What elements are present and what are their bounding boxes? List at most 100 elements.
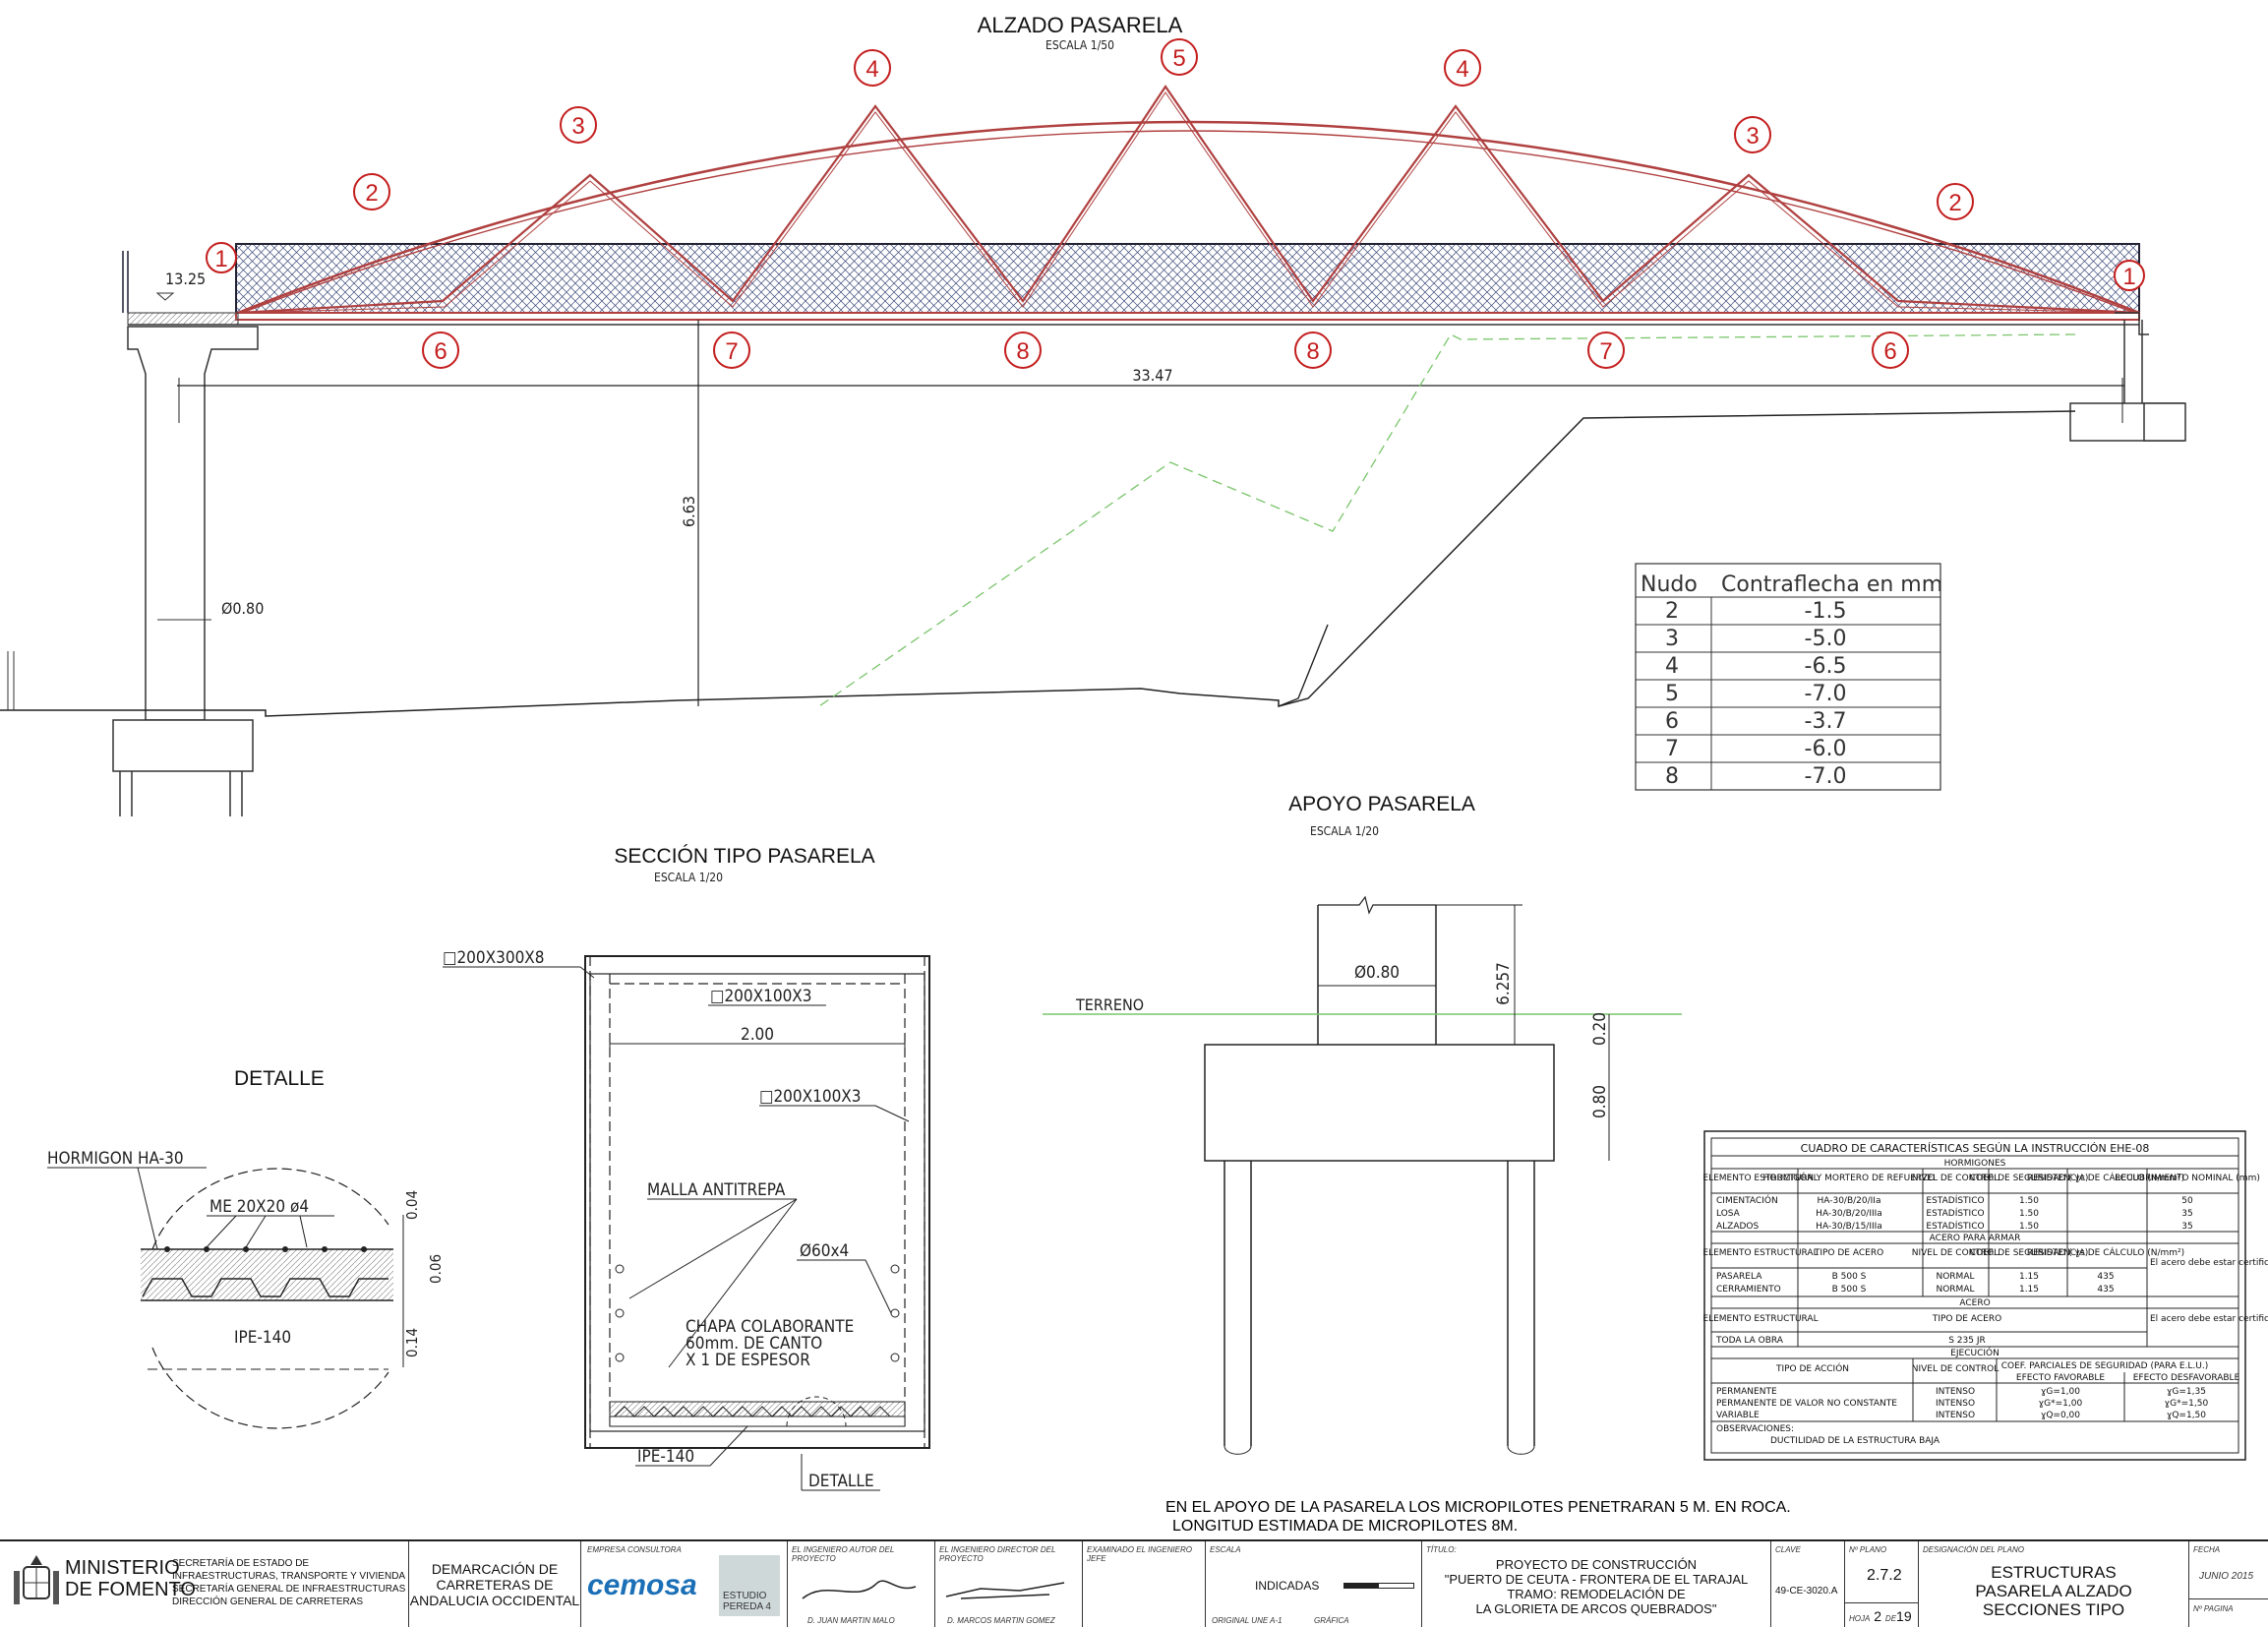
svg-text:COEF. DE SEGURIDAD ( ɣs): COEF. DE SEGURIDAD ( ɣs) (1970, 1248, 2089, 1258)
elevation-scale: ESCALA 1/50 (1045, 38, 1114, 52)
support-scale: ESCALA 1/20 (1310, 824, 1379, 838)
elevation-title: ALZADO PASARELA (978, 13, 1183, 37)
ehe-observations-label: OBSERVACIONES: (1716, 1424, 1794, 1434)
svg-text:NIVEL DE CONTROL: NIVEL DE CONTROL (1912, 1174, 1999, 1183)
svg-text:ɣG=1,35: ɣG=1,35 (2167, 1387, 2206, 1397)
svg-text:35: 35 (2181, 1222, 2192, 1232)
svg-text:ESTADÍSTICO: ESTADÍSTICO (1926, 1207, 1984, 1219)
node-label: 1 (2122, 264, 2135, 290)
post-label: Ø60x4 (800, 1241, 849, 1261)
svg-text:RESISTENCIA DE CÁLCULO (N/mm²): RESISTENCIA DE CÁLCULO (N/mm²) (2027, 1172, 2184, 1183)
ehe-section-execution: EJECUCIÓN (1950, 1347, 1999, 1358)
detail-drawing (141, 1168, 404, 1429)
coat-of-arms-icon (14, 1555, 59, 1604)
svg-text:COEF. DE SEGURIDAD ( ɣc): COEF. DE SEGURIDAD ( ɣc) (1970, 1174, 2089, 1183)
camber-header-node: Nudo (1641, 572, 1698, 597)
section-scale: ESCALA 1/20 (654, 871, 723, 884)
node-marker (353, 173, 390, 211)
node-label: 6 (1883, 338, 1896, 365)
truss-diagonals-inner (243, 91, 2135, 314)
top-node-markers: 1 2 3 4 5 4 3 2 1 (206, 38, 2145, 291)
support-drawing (1043, 895, 1682, 1455)
node-label: 1 (214, 246, 227, 272)
node-marker (854, 49, 891, 87)
cap-top-label: 0.20 (1590, 1012, 1610, 1046)
detail-dim-1: 0.04 (403, 1190, 421, 1220)
ehe-concrete-header: ELEMENTO ESTRUCTURAL HORMIGÓN Y MORTERO … (1702, 1172, 2259, 1183)
node-marker (713, 331, 750, 369)
drawing-sheet: ALZADO PASARELA ESCALA 1/50 Ø0.80 13.25 … (0, 13, 2268, 1535)
deck-beam (235, 312, 2140, 321)
left-ground-post (7, 651, 15, 710)
concrete-label: HORMIGON HA-30 (47, 1149, 184, 1169)
svg-text:HORMIGÓN Y MORTERO DE REFUERZO: HORMIGÓN Y MORTERO DE REFUERZO (1763, 1172, 1936, 1183)
node-marker (1872, 331, 1909, 369)
camber-value: -7.0 (1805, 764, 1847, 789)
span-label: 33.47 (1132, 366, 1172, 385)
section-ipe-label: IPE-140 (637, 1447, 694, 1467)
ehe-exec-head-1: TIPO DE ACCIÓN (1775, 1362, 1849, 1374)
ehe-steel-head-1: ELEMENTO ESTRUCTURAL (1702, 1314, 1818, 1324)
key-cell: CLAVE 49-CE-3020.A (1770, 1541, 1844, 1627)
note-line-1: EN EL APOYO DE LA PASARELA LOS MICROPILO… (1165, 1499, 1791, 1516)
node-marker (1004, 331, 1042, 369)
pile-diam-label: Ø0.80 (221, 599, 264, 618)
side-tube-label: □200X100X3 (759, 1087, 862, 1107)
svg-text:50: 50 (2181, 1196, 2193, 1206)
camber-rows: 2-1.5 3-5.0 4-6.5 5-7.0 6-3.7 7-6.0 8-7.… (1636, 599, 1940, 789)
examined-cell: EXAMINADO EL INGENIERO JEFE (1082, 1541, 1205, 1627)
svg-text:ɣG=1,00: ɣG=1,00 (2041, 1387, 2080, 1397)
height-small-label: 13.25 (165, 270, 206, 288)
ehe-exec-head-2: NIVEL DE CONTROL (1912, 1364, 1999, 1374)
support-pile-diam-label: Ø0.80 (1354, 963, 1400, 983)
svg-text:ALZADOS: ALZADOS (1716, 1222, 1760, 1232)
node-marker (1161, 38, 1198, 76)
camber-node: 5 (1665, 682, 1679, 706)
svg-text:HA-30/B/15/IIIa: HA-30/B/15/IIIa (1816, 1222, 1882, 1232)
main-tube-label: □200X300X8 (443, 948, 545, 968)
note-line-2: LONGITUD ESTIMADA DE MICROPILOTES 8M. (1172, 1518, 1518, 1535)
director-cell: EL INGENIERO DIRECTOR DEL PROYECTO D. MA… (934, 1541, 1082, 1627)
camber-node: 3 (1665, 627, 1679, 651)
left-footing (112, 719, 254, 772)
svg-text:ɣQ=0,00: ɣQ=0,00 (2041, 1411, 2080, 1420)
plan-number-cell: Nº PLANO 2.7.2 HOJA 2 DE19 (1844, 1541, 1918, 1627)
svg-text:ɣG*=1,50: ɣG*=1,50 (2165, 1399, 2209, 1409)
svg-text:ESTADÍSTICO: ESTADÍSTICO (1926, 1220, 1984, 1232)
svg-text:1.50: 1.50 (2019, 1196, 2039, 1206)
svg-text:B 500 S: B 500 S (1832, 1285, 1867, 1295)
ehe-rebar-note: El acero debe estar certificado convenie… (2150, 1258, 2268, 1268)
camber-value: -1.5 (1805, 599, 1847, 624)
height-label: 6.63 (680, 496, 698, 527)
svg-text:ɣQ=1,50: ɣQ=1,50 (2167, 1411, 2206, 1420)
node-label: 8 (1306, 338, 1319, 365)
node-marker (1734, 116, 1771, 153)
right-footing-step (2143, 402, 2186, 442)
deck-plate-label-1: CHAPA COLABORANTE (686, 1317, 854, 1337)
node-label: 8 (1016, 338, 1029, 365)
camber-value: -6.0 (1805, 737, 1847, 761)
camber-node: 6 (1665, 709, 1679, 734)
svg-text:PERMANENTE: PERMANENTE (1716, 1387, 1777, 1397)
camber-table: Nudo Contraflecha en mm 2-1.5 3-5.0 4-6.… (1635, 563, 1942, 791)
deck-plate-label-2: 60mm. DE CANTO (686, 1334, 822, 1354)
project-title-cell: TÍTULO: PROYECTO DE CONSTRUCCIÓN"PUERTO … (1421, 1541, 1770, 1627)
svg-text:1.50: 1.50 (2019, 1209, 2039, 1219)
node-label: 4 (1456, 56, 1468, 83)
ground-rock (1278, 624, 1329, 707)
svg-text:1.15: 1.15 (2019, 1272, 2039, 1282)
mesh-bar-label: ME 20X20 ø4 (209, 1197, 309, 1217)
camber-node: 7 (1665, 737, 1679, 761)
node-marker (1294, 331, 1332, 369)
date-cell: FECHA JUNIO 2015 Nº PAGINA (2188, 1541, 2268, 1627)
svg-text:INTENSO: INTENSO (1936, 1387, 1975, 1397)
ehe-title: CUADRO DE CARACTERÍSTICAS SEGÚN LA INSTR… (1801, 1142, 2150, 1155)
ehe-exec-head-5: EFECTO DESFAVORABLE (2133, 1373, 2240, 1383)
ehe-characteristics-table: CUADRO DE CARACTERÍSTICAS SEGÚN LA INSTR… (1702, 1130, 2268, 1461)
node-marker (560, 106, 597, 144)
section-title: SECCIÓN TIPO PASARELA (614, 845, 874, 868)
